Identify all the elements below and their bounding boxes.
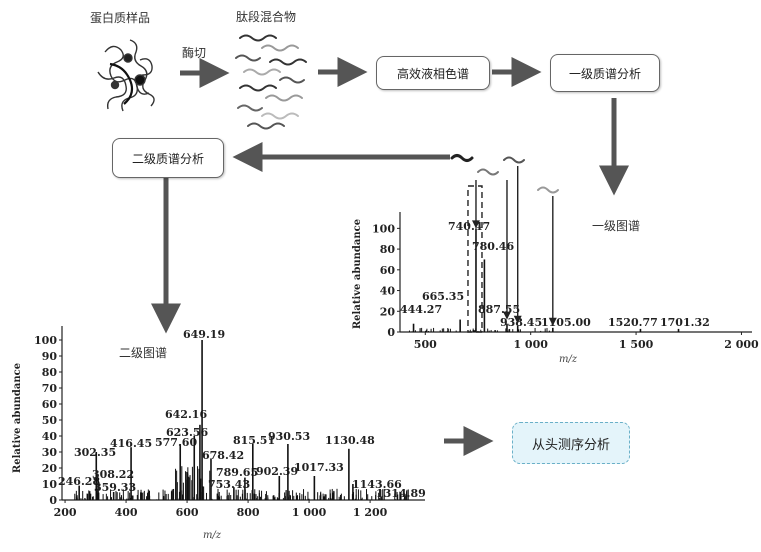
y-tick-label: 100	[372, 222, 395, 235]
y-tick-label: 40	[42, 430, 58, 443]
ms1-analysis-box: 一级质谱分析	[550, 54, 660, 92]
x-tick-label: 2 000	[724, 338, 759, 351]
peak-label: 753.43	[208, 478, 250, 491]
x-tick-label: 1 500	[619, 338, 654, 351]
y-tick-label: 60	[380, 264, 396, 277]
y-tick-label: 40	[380, 285, 396, 298]
x-tick-label: 1 000	[292, 506, 327, 519]
x-tick-label: 600	[176, 506, 199, 519]
y-tick-label: 80	[42, 366, 58, 379]
peptide-arrow-head	[471, 220, 480, 229]
hplc-box: 高效液相色谱	[376, 56, 490, 90]
y-tick-label: 30	[42, 446, 58, 459]
peak-label: 930.53	[268, 430, 310, 443]
peak-label: 938.45	[500, 316, 542, 329]
peak-label: 1701.32	[660, 316, 710, 329]
peak-label: 815.51	[233, 434, 275, 447]
ms1-spectrum-label: 一级图谱	[592, 219, 641, 233]
y-tick-label: 70	[42, 382, 58, 395]
peak-label: 1314.89	[376, 487, 426, 500]
peak-label: 665.35	[422, 290, 464, 303]
y-tick-label: 0	[387, 326, 395, 339]
protein-structure-icon	[97, 39, 155, 112]
x-axis-label: m/z	[203, 530, 222, 541]
peak-label: 416.45	[110, 437, 152, 450]
y-tick-label: 100	[34, 334, 57, 347]
de-novo-box: 从头测序分析	[512, 422, 630, 464]
peak-label: 1130.48	[325, 434, 375, 447]
peptide-arrow-head	[502, 311, 511, 320]
peak-label: 649.19	[183, 328, 225, 341]
y-axis-label: Relative abundance	[12, 363, 23, 473]
y-axis-label: Relative abundance	[352, 219, 363, 329]
y-tick-label: 90	[42, 350, 58, 363]
peak-label: 642.16	[165, 408, 207, 421]
enzyme-digest-label: 酶切	[182, 46, 207, 60]
peak-label: 1520.77	[608, 316, 658, 329]
peak-label: 1143.66	[352, 478, 402, 491]
y-tick-label: 0	[49, 494, 57, 507]
y-tick-label: 10	[42, 478, 58, 491]
y-tick-label: 20	[380, 305, 396, 318]
x-tick-label: 1 000	[513, 338, 548, 351]
x-axis-label: m/z	[559, 354, 578, 365]
x-tick-label: 800	[237, 506, 260, 519]
peak-label: 678.42	[202, 449, 244, 462]
peptide-arrow-head	[548, 317, 557, 326]
peptide-mixture-label: 肽段混合物	[236, 10, 297, 24]
peak-label: 789.65	[216, 466, 258, 479]
peak-label: 623.56	[166, 426, 208, 439]
ms2-analysis-box: 二级质谱分析	[112, 138, 224, 178]
protein-sample-label: 蛋白质样品	[90, 11, 151, 25]
peptide-mixture-icon	[235, 34, 307, 130]
peptide-arrow-head	[513, 315, 522, 324]
y-tick-label: 50	[42, 414, 58, 427]
peak-label: 577.60	[155, 436, 197, 449]
peak-label: 359.33	[94, 481, 136, 494]
peak-label: 308.22	[92, 468, 134, 481]
peak-label: 444.27	[400, 303, 442, 316]
peak-label: 740.47	[448, 220, 490, 233]
x-tick-label: 500	[414, 338, 437, 351]
ms2-spectrum-label: 二级图谱	[119, 346, 168, 360]
peak-label: 246.28	[58, 475, 100, 488]
y-tick-label: 60	[42, 398, 58, 411]
selected-peptide-icons	[450, 154, 559, 194]
flow-arrows	[151, 57, 629, 456]
x-tick-label: 400	[115, 506, 138, 519]
x-tick-label: 200	[54, 506, 77, 519]
y-tick-label: 20	[42, 462, 58, 475]
x-tick-label: 1 200	[353, 506, 388, 519]
y-tick-label: 80	[380, 243, 396, 256]
peak-label: 1017.33	[294, 461, 344, 474]
peak-label: 902.39	[256, 465, 298, 478]
peak-label: 302.35	[74, 446, 116, 459]
